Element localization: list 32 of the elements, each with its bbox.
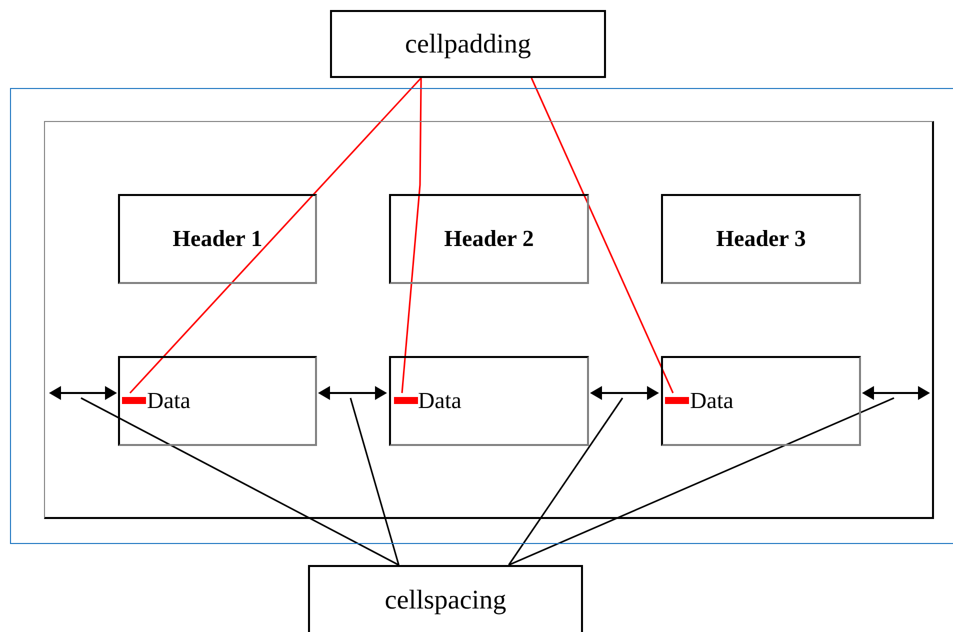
- spacing-arrow: [318, 386, 387, 400]
- label-text: cellspacing: [384, 584, 506, 616]
- header-text: Header 1: [172, 226, 262, 252]
- leader-line: [530, 78, 674, 394]
- label-box: [330, 10, 606, 78]
- padding-marker: [394, 397, 418, 404]
- header-text: Header 2: [444, 226, 534, 252]
- spacing-arrow: [862, 386, 930, 400]
- data-cell: [661, 356, 861, 446]
- data-cell: [389, 356, 589, 446]
- leader-line: [508, 398, 624, 566]
- header-text: Header 3: [716, 226, 806, 252]
- cell-text: Data: [690, 388, 734, 414]
- padding-marker: [665, 397, 689, 404]
- leader-line: [129, 77, 422, 394]
- leader-line: [80, 397, 400, 566]
- spacing-arrow: [590, 386, 659, 400]
- header-cell: [118, 194, 317, 284]
- leader-line: [350, 398, 400, 566]
- table-border: [44, 121, 934, 519]
- spacing-arrow: [49, 386, 117, 400]
- cell-text: Data: [147, 388, 190, 414]
- data-cell: [118, 356, 317, 446]
- padding-marker: [122, 397, 146, 404]
- label-text: cellpadding: [405, 28, 531, 60]
- header-cell: [661, 194, 861, 284]
- label-box: [308, 565, 583, 632]
- leader-line: [508, 397, 894, 566]
- header-cell: [389, 194, 589, 284]
- cell-text: Data: [418, 388, 462, 414]
- outer-frame: [10, 88, 953, 544]
- leader-line: [401, 78, 422, 394]
